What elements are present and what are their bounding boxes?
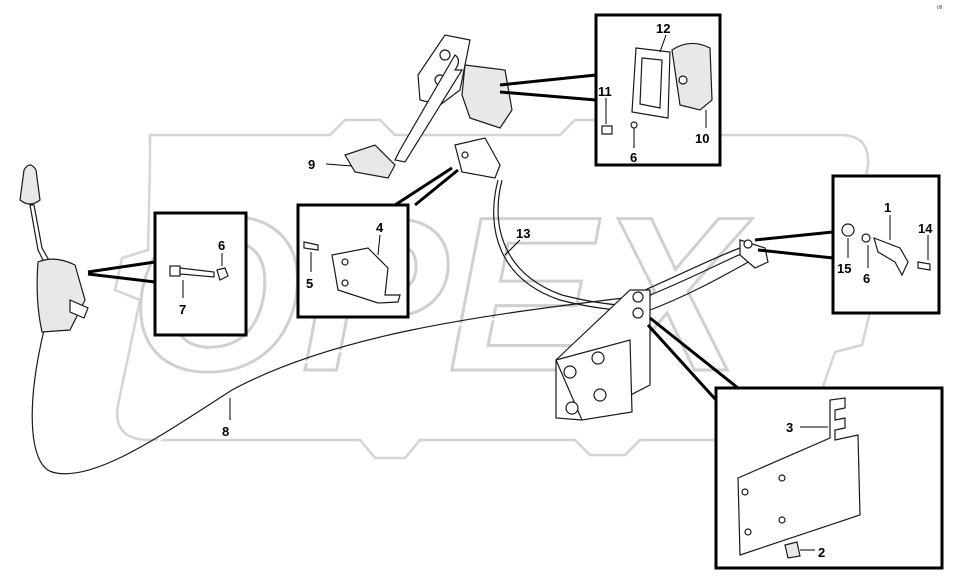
pedal-housing — [461, 64, 513, 129]
callout-12: 12 — [656, 21, 670, 36]
detail-box-top — [594, 13, 722, 167]
pedal-pad — [344, 144, 396, 179]
callout-5: 5 — [306, 276, 313, 291]
pedal-bracket-top — [417, 34, 471, 106]
callout-9: 9 — [308, 157, 315, 172]
watermark-gear-outline — [113, 118, 872, 460]
leader-9 — [325, 163, 353, 167]
callout-11: 11 — [598, 84, 612, 99]
mounting-plate-assembly — [555, 289, 651, 421]
callout-2: 2 — [818, 545, 825, 560]
callout-6-right: 6 — [863, 271, 870, 286]
callout-10: 10 — [695, 131, 709, 146]
connector-box-center — [394, 166, 459, 207]
callout-4: 4 — [376, 220, 384, 235]
callout-1: 1 — [884, 200, 891, 215]
lever-housing — [36, 258, 86, 333]
lever-1-installed — [739, 239, 769, 269]
detail-box-right — [831, 174, 941, 315]
lever-knob — [19, 164, 41, 205]
hand-lever-assembly — [19, 164, 89, 333]
callout-7: 7 — [179, 302, 186, 317]
callout-6-top: 6 — [630, 150, 637, 165]
detail-box-center — [296, 203, 410, 319]
detail-box-left — [153, 211, 248, 337]
callouts: 1 2 3 4 5 6 6 6 7 8 9 10 11 12 13 14 15 — [179, 21, 933, 560]
connector-box-left — [87, 260, 156, 284]
connector-box-right — [754, 230, 834, 260]
callout-6-left: 6 — [218, 238, 225, 253]
connector-box-top — [499, 73, 597, 102]
callout-3: 3 — [786, 420, 793, 435]
leader-13 — [504, 239, 521, 256]
connector-box-bottom — [646, 316, 739, 402]
corner-code: r/ll — [937, 5, 942, 11]
detail-box-bottom — [714, 386, 944, 570]
cable-8 — [26, 295, 641, 481]
pedal-assembly — [344, 34, 513, 179]
callout-8: 8 — [222, 424, 229, 439]
callout-15: 15 — [837, 261, 851, 276]
callout-13: 13 — [516, 226, 530, 241]
callout-14: 14 — [918, 221, 933, 236]
